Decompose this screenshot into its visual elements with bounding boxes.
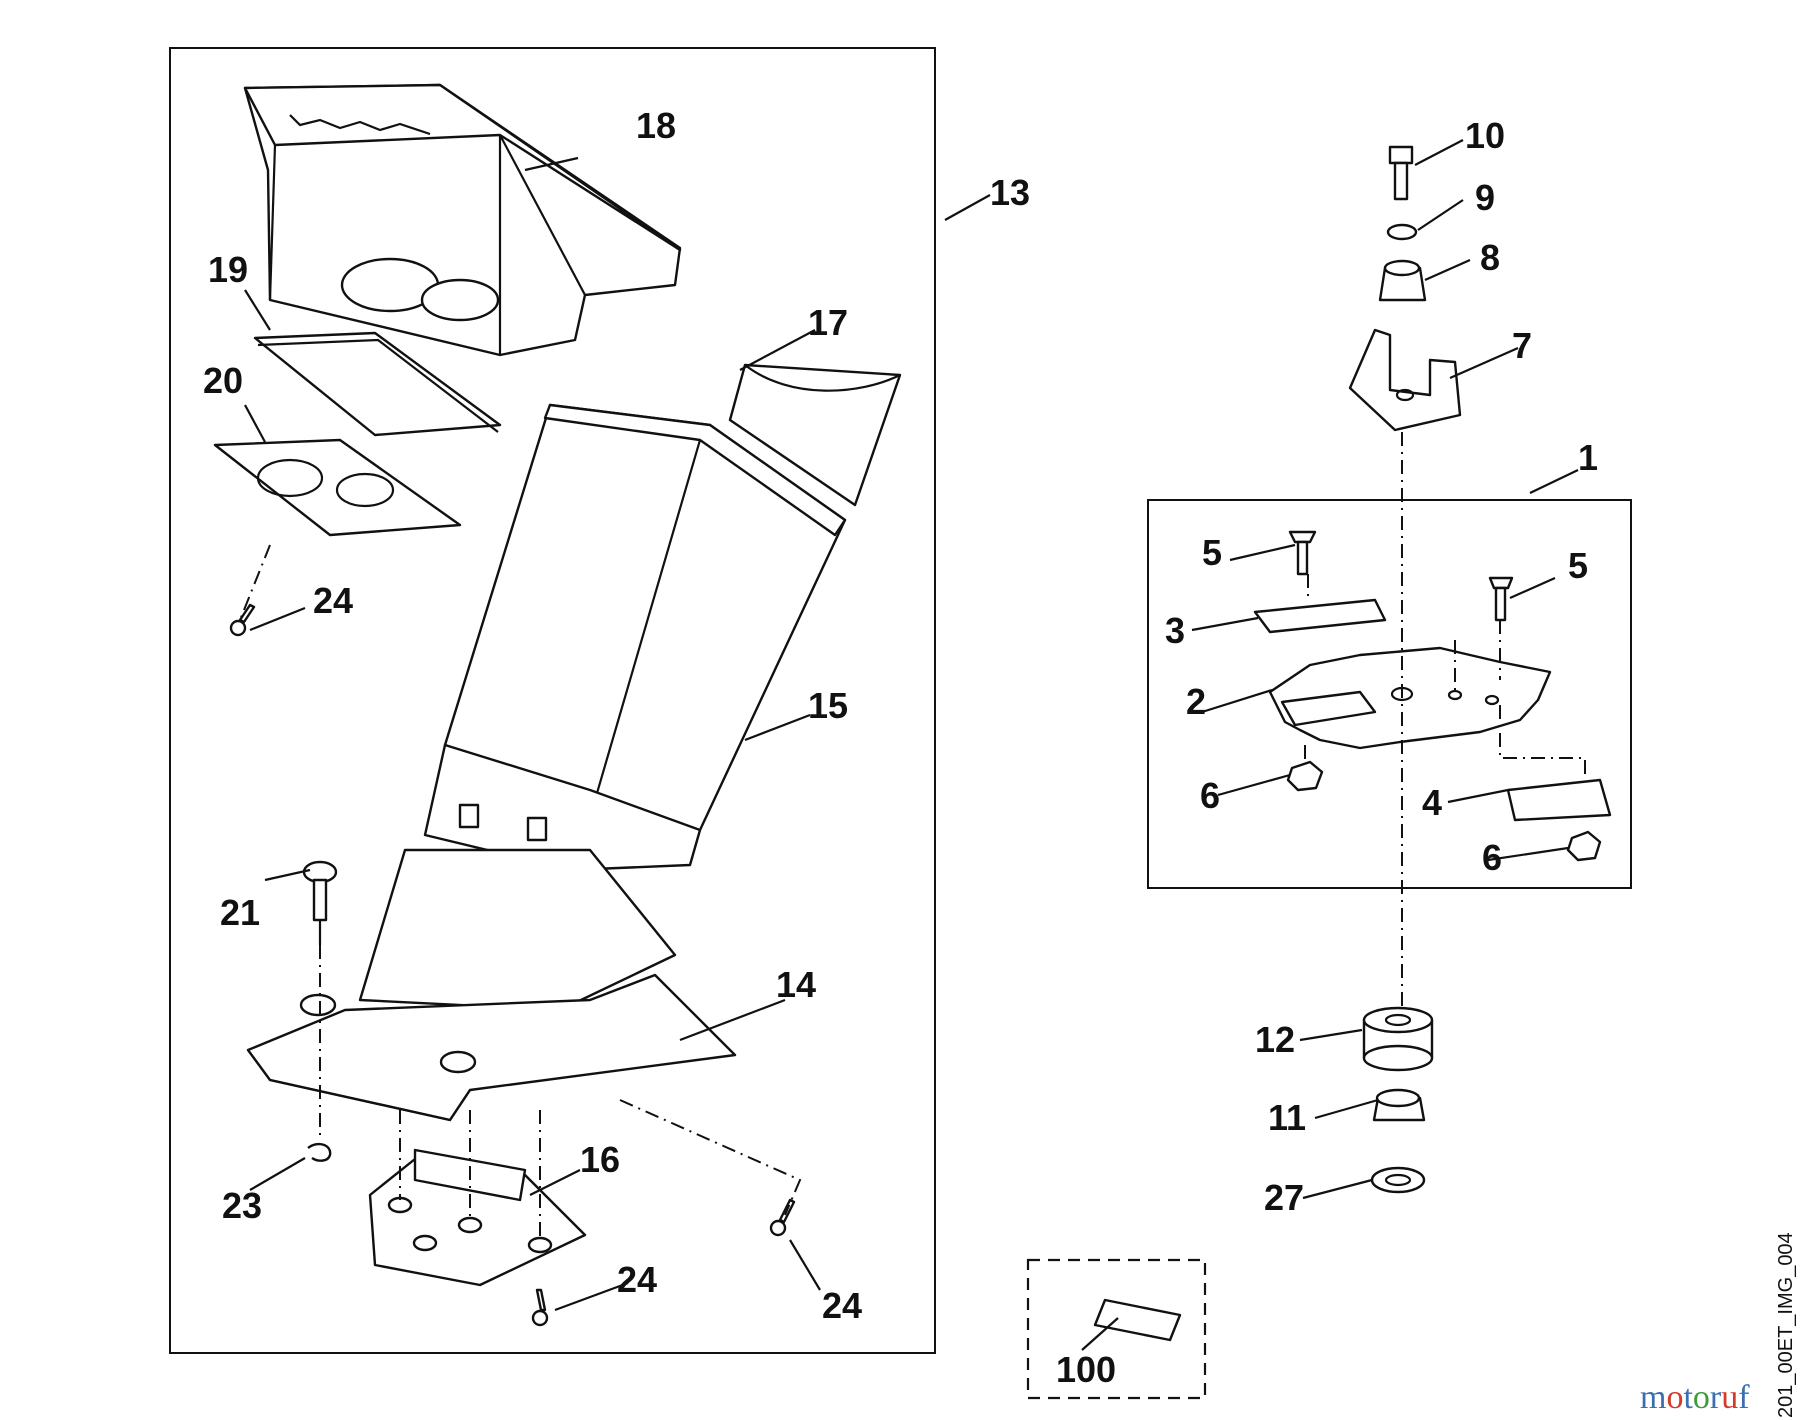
part-number-8: 8 xyxy=(1480,237,1500,278)
part-4-knife xyxy=(1506,778,1612,822)
part-number-12: 12 xyxy=(1255,1019,1295,1060)
part-6-nut-right xyxy=(1566,830,1602,862)
part-number-100: 100 xyxy=(1056,1349,1116,1390)
part-number-24-top: 24 xyxy=(313,580,353,621)
part-number-6-left: 6 xyxy=(1200,775,1220,816)
center-line-frame xyxy=(239,544,802,1240)
sub-assembly-frame-1 xyxy=(1147,499,1632,889)
part-number-27: 27 xyxy=(1264,1177,1304,1218)
part-100-label-sticker xyxy=(1093,1298,1182,1342)
part-12-spacer xyxy=(1362,1006,1434,1072)
part-18-housing xyxy=(243,83,682,357)
part-number-3: 3 xyxy=(1165,610,1185,651)
part-5-screw-left xyxy=(1288,530,1317,576)
part-number-10: 10 xyxy=(1465,115,1505,156)
part-7-bracket xyxy=(1348,328,1462,432)
part-number-14: 14 xyxy=(776,964,816,1005)
part-2-disc xyxy=(1268,646,1552,750)
leader-lines-frame xyxy=(244,156,991,1312)
part-19-plate xyxy=(253,331,502,437)
part-number-18: 18 xyxy=(636,105,676,146)
part-20-gasket xyxy=(213,438,462,537)
part-15-chute xyxy=(423,403,847,872)
part-number-5-left: 5 xyxy=(1202,532,1222,573)
part-11-nut xyxy=(1372,1088,1426,1122)
part-16-bottom-plate xyxy=(368,1148,587,1287)
part-100-frame xyxy=(1026,1258,1207,1400)
part-10-bolt xyxy=(1388,145,1414,201)
part-number-2: 2 xyxy=(1186,681,1206,722)
part-17-chute-extension xyxy=(728,363,902,507)
part-number-16: 16 xyxy=(580,1139,620,1180)
part-number-24-right: 24 xyxy=(822,1285,862,1326)
part-21-knob xyxy=(302,860,338,945)
part-14-base xyxy=(246,848,737,1122)
part-number-13: 13 xyxy=(990,172,1030,213)
part-number-9: 9 xyxy=(1475,177,1495,218)
part-number-17: 17 xyxy=(808,302,848,343)
part-5-screw-right xyxy=(1488,576,1514,622)
part-number-24-bottom: 24 xyxy=(617,1259,657,1300)
part-27-washer xyxy=(1370,1166,1426,1194)
part-number-1: 1 xyxy=(1578,437,1598,478)
part-number-11: 11 xyxy=(1268,1097,1306,1138)
part-number-7: 7 xyxy=(1512,325,1532,366)
leader-lines-right xyxy=(1191,139,1579,1200)
part-number-6-right: 6 xyxy=(1482,837,1502,878)
part-number-21: 21 xyxy=(220,892,260,933)
part-8-bushing xyxy=(1378,259,1427,302)
part-number-5-right: 5 xyxy=(1568,545,1588,586)
part-24-screw-top xyxy=(229,603,256,637)
part-23-clip xyxy=(307,1142,332,1162)
part-number-15: 15 xyxy=(808,685,848,726)
assembly-frame-13 xyxy=(169,47,936,1354)
watermark-logo: motoruf xyxy=(1640,1379,1750,1416)
part-24-screw-bottom xyxy=(531,1288,549,1327)
part-24-screw-right xyxy=(769,1198,796,1237)
image-code: 201_00ET_IMG_004 xyxy=(1775,1232,1797,1418)
part-number-4: 4 xyxy=(1422,782,1442,823)
part-number-23: 23 xyxy=(222,1185,262,1226)
part-number-20: 20 xyxy=(203,360,243,401)
part-number-19: 19 xyxy=(208,249,248,290)
part-9-washer xyxy=(1386,223,1418,241)
center-line-right xyxy=(1304,432,1586,1010)
part-6-nut-left xyxy=(1286,760,1324,792)
part-3-knife xyxy=(1253,598,1387,634)
